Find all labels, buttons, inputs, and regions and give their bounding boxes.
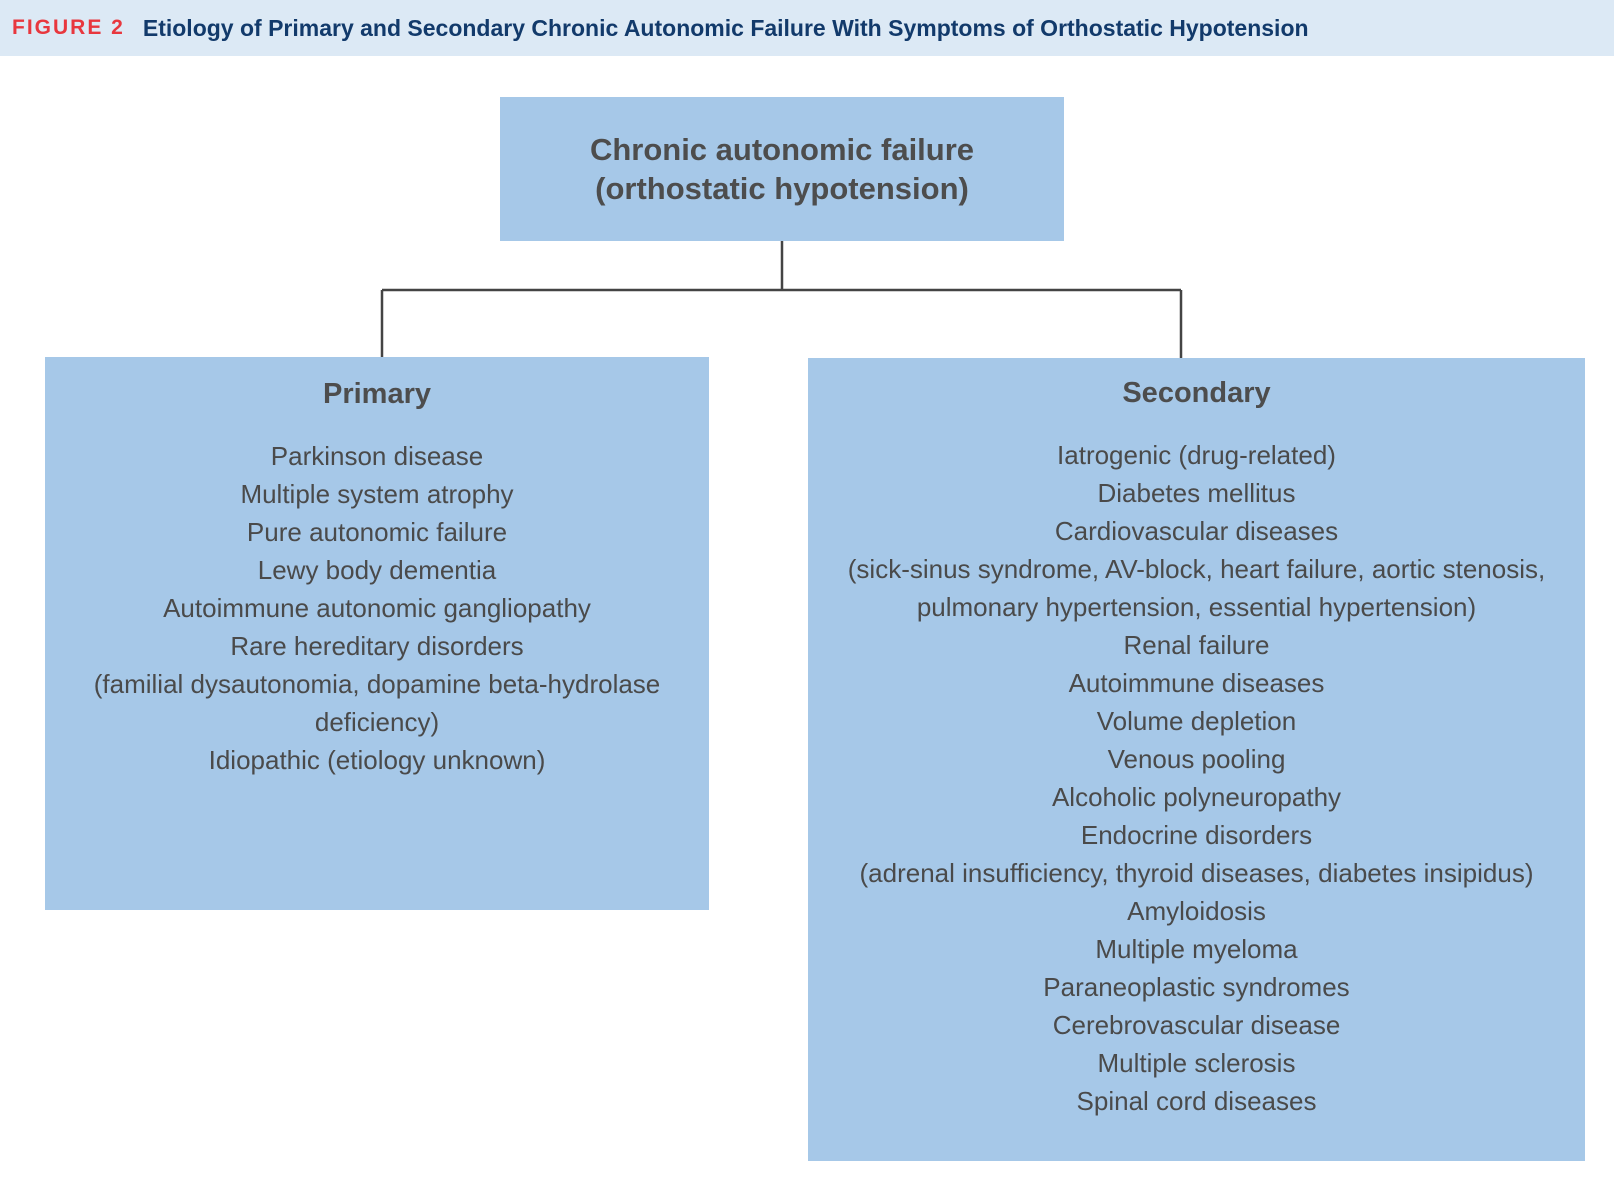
list-item: Autoimmune autonomic gangliopathy [163, 593, 591, 623]
list-item: Renal failure [1123, 630, 1270, 660]
list-item: Paraneoplastic syndromes [1043, 972, 1350, 1002]
list-item: Autoimmune diseases [1068, 668, 1325, 698]
primary-node: Primary Parkinson disease Multiple syste… [45, 357, 709, 910]
list-item: pulmonary hypertension, essential hypert… [916, 592, 1477, 622]
list-item: Endocrine disorders [1080, 820, 1313, 850]
primary-heading: Primary [322, 378, 431, 410]
list-item: Cerebrovascular disease [1052, 1010, 1341, 1040]
list-item: (familial dysautonomia, dopamine beta-hy… [93, 669, 661, 699]
list-item: Multiple myeloma [1095, 934, 1298, 964]
secondary-heading: Secondary [1122, 377, 1271, 409]
secondary-node: Secondary Iatrogenic (drug-related) Diab… [808, 358, 1585, 1161]
figure-label: FIGURE 2 [12, 16, 125, 39]
list-item: Cardiovascular diseases [1054, 516, 1339, 546]
figure-header: FIGURE 2 Etiology of Primary and Seconda… [0, 0, 1614, 56]
list-item: (sick-sinus syndrome, AV-block, heart fa… [847, 554, 1546, 584]
list-item: Idiopathic (etiology unknown) [208, 745, 546, 775]
list-item: Lewy body dementia [257, 555, 497, 585]
list-item: Spinal cord diseases [1076, 1086, 1317, 1116]
list-item: Amyloidosis [1127, 896, 1266, 926]
root-node: Chronic autonomic failure (orthostatic h… [500, 97, 1064, 241]
root-node-line-1: Chronic autonomic failure [589, 132, 975, 167]
list-item: Iatrogenic (drug-related) [1057, 440, 1336, 470]
secondary-list: Iatrogenic (drug-related) Diabetes melli… [808, 436, 1585, 1120]
list-item: deficiency) [314, 707, 440, 737]
list-item: Parkinson disease [270, 441, 484, 471]
primary-list: Parkinson disease Multiple system atroph… [45, 437, 709, 779]
list-item: Pure autonomic failure [246, 517, 508, 547]
list-item: Rare hereditary disorders [230, 631, 524, 661]
list-item: Multiple sclerosis [1097, 1048, 1296, 1078]
list-item: Alcoholic polyneuropathy [1051, 782, 1342, 812]
list-item: Volume depletion [1096, 706, 1297, 736]
root-node-line-2: (orthostatic hypotension) [595, 171, 969, 206]
list-item: Venous pooling [1107, 744, 1286, 774]
figure-title: Etiology of Primary and Secondary Chroni… [142, 14, 1309, 41]
list-item: (adrenal insufficiency, thyroid diseases… [859, 858, 1534, 888]
list-item: Diabetes mellitus [1097, 478, 1296, 508]
list-item: Multiple system atrophy [240, 479, 514, 509]
